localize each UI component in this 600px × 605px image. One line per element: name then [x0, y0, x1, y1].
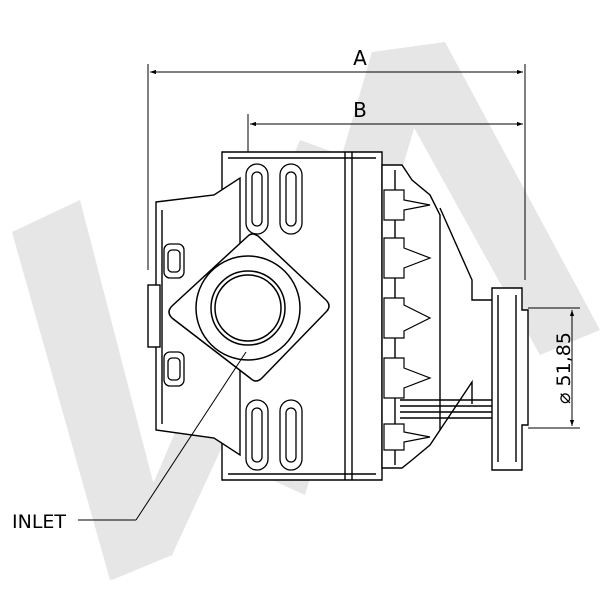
dimension-a	[147, 64, 526, 280]
diameter-label: ⌀ 51,85	[553, 332, 575, 404]
dimension-b-label: B	[353, 98, 367, 122]
inlet-label: INLET	[12, 511, 66, 533]
inlet-port	[168, 233, 330, 382]
dimension-a-label: A	[353, 46, 367, 70]
housing-slots	[163, 163, 303, 471]
bolt-heads	[383, 189, 432, 451]
dimension-diameter	[528, 307, 580, 429]
inlet-leader	[78, 351, 247, 521]
